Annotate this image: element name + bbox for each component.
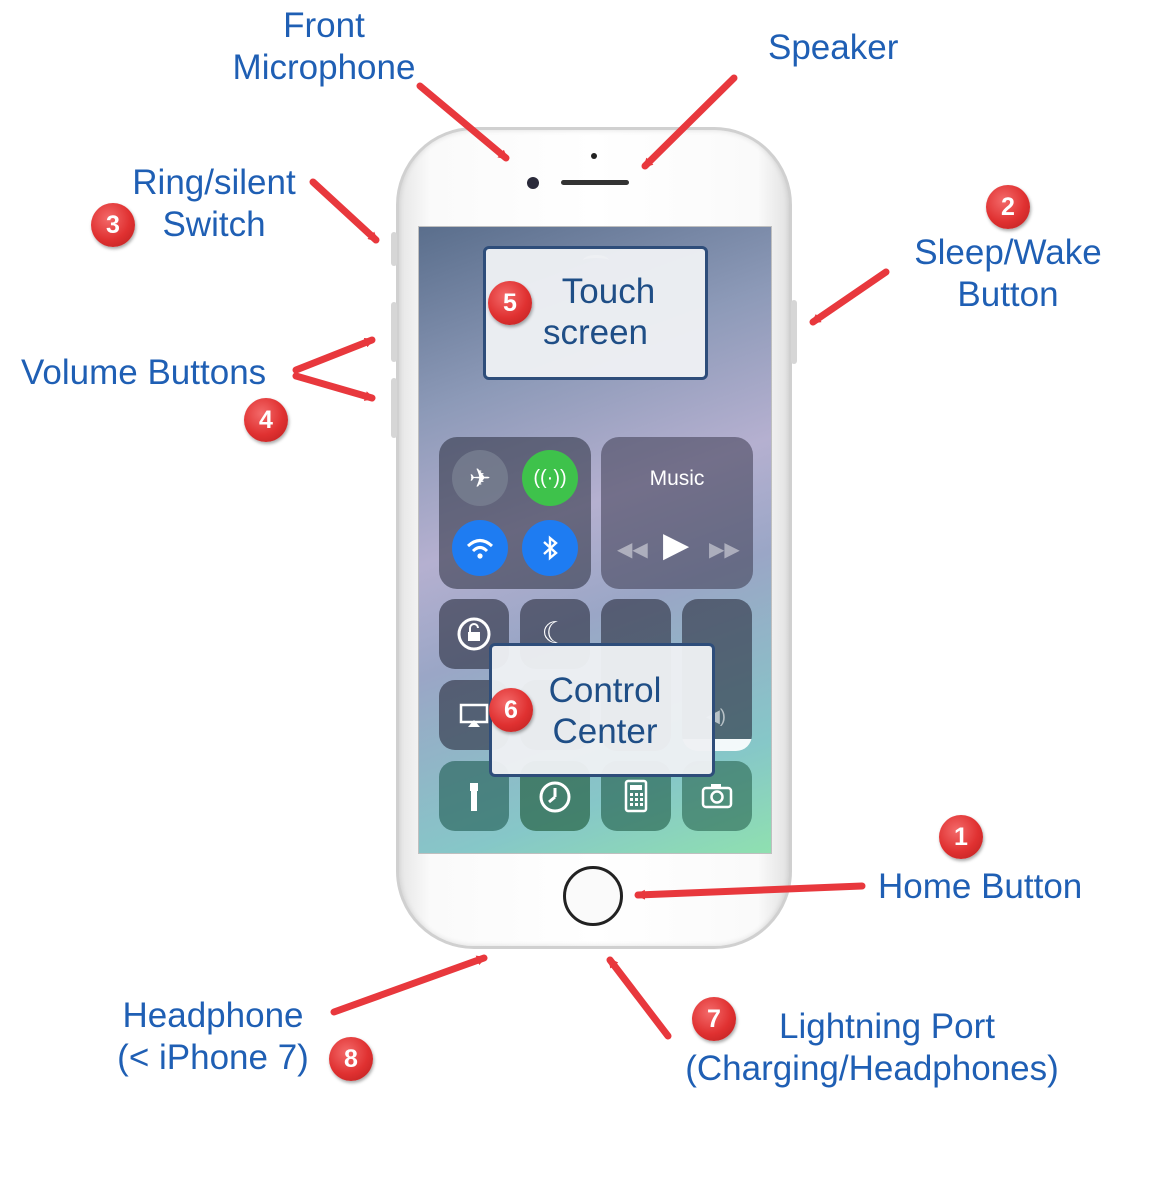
badge-control-center: 6 [489, 688, 533, 732]
play-icon[interactable]: ▶ [663, 526, 690, 564]
label-ring-silent: Ring/silent Switch [128, 162, 300, 246]
label-home: Home Button [878, 867, 1083, 906]
wifi-icon[interactable] [452, 520, 508, 576]
ring-silent-switch [391, 232, 397, 266]
badge-ring-silent: 3 [91, 203, 135, 247]
sleep-wake-button [791, 300, 797, 364]
arrow-headphone [330, 954, 488, 1016]
connectivity-tile[interactable]: ✈ ((·)) [439, 437, 591, 589]
arrow-speaker [641, 74, 738, 170]
airplane-icon[interactable]: ✈ [452, 450, 508, 506]
label-headphone-line2: (< iPhone 7) [117, 1038, 309, 1077]
badge-home: 1 [939, 815, 983, 859]
rewind-icon[interactable]: ◀◀ [617, 539, 648, 561]
arrow-front-microphone [416, 82, 510, 162]
badge-headphone: 8 [329, 1037, 373, 1081]
label-ring-silent-line1: Ring/silent [132, 163, 296, 202]
label-sleep-wake: Sleep/Wake Button [906, 232, 1110, 316]
arrow-sleep-wake [809, 268, 890, 326]
arrow-home [634, 882, 866, 900]
badge-volume: 4 [244, 398, 288, 442]
cellular-icon[interactable]: ((·)) [522, 450, 578, 506]
control-center-callout-line1: Control [548, 671, 662, 710]
home-button [563, 866, 623, 926]
proximity-sensor [591, 153, 597, 159]
arrow-volume-up [292, 336, 376, 374]
arrow-lightning [606, 956, 672, 1040]
touch-screen-callout-line2: screen [542, 313, 649, 352]
fast-forward-icon[interactable]: ▶▶ [709, 539, 740, 561]
label-front-microphone-line2: Microphone [232, 48, 416, 87]
music-label: Music [649, 467, 705, 490]
label-headphone-line1: Headphone [122, 996, 304, 1035]
touch-screen-callout-line1: Touch [561, 272, 656, 311]
label-volume: Volume Buttons [21, 353, 267, 392]
label-lightning: Lightning Port (Charging/Headphones) [672, 1006, 1072, 1090]
music-tile[interactable]: Music ◀◀ ▶ ▶▶ [601, 437, 753, 589]
control-center-callout-line2: Center [552, 712, 658, 751]
badge-touch-screen: 5 [488, 281, 532, 325]
label-lightning-line1: Lightning Port [779, 1007, 995, 1046]
arrow-ring-silent [309, 178, 380, 244]
label-ring-silent-line2: Switch [162, 205, 266, 244]
volume-up-button [391, 302, 397, 362]
label-front-microphone: Front Microphone [224, 5, 424, 89]
arrow-volume-down [292, 372, 376, 402]
badge-sleep-wake: 2 [986, 185, 1030, 229]
earpiece-speaker [561, 180, 629, 185]
volume-down-button [391, 378, 397, 438]
label-sleep-wake-line2: Button [957, 275, 1059, 314]
label-sleep-wake-line1: Sleep/Wake [914, 233, 1102, 272]
label-speaker: Speaker [768, 28, 899, 67]
bluetooth-icon[interactable] [522, 520, 578, 576]
label-lightning-line2: (Charging/Headphones) [685, 1049, 1059, 1088]
label-headphone: Headphone (< iPhone 7) [108, 995, 318, 1079]
front-camera [527, 177, 539, 189]
label-front-microphone-line1: Front [283, 6, 365, 45]
badge-lightning: 7 [692, 997, 736, 1041]
